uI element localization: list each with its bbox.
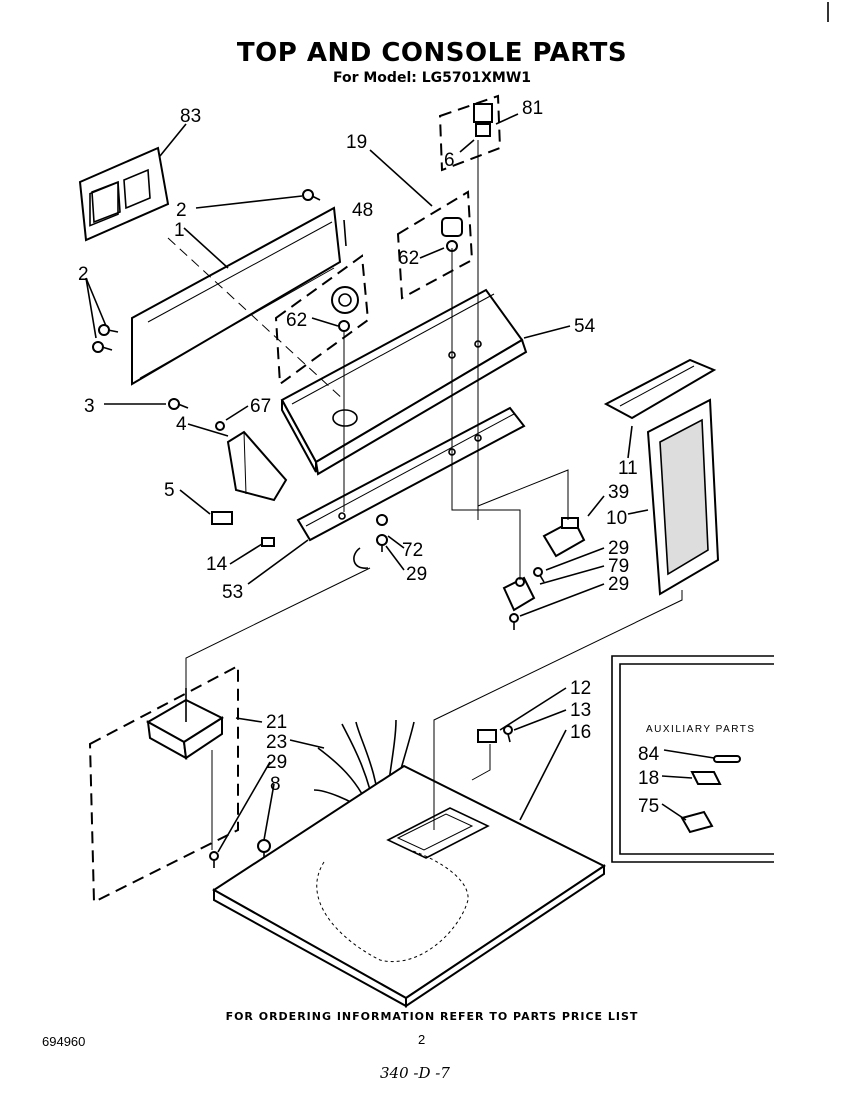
leader-lines: [85, 113, 715, 853]
ordering-note: FOR ORDERING INFORMATION REFER TO PARTS …: [225, 1010, 639, 1023]
screw-part-29-lower: [509, 613, 519, 630]
callout-29-a: 29: [608, 538, 629, 559]
callout-79: 79: [608, 556, 629, 577]
callout-12: 12: [570, 678, 591, 699]
screw-part-3: [168, 398, 189, 410]
part-16-top-panel: [212, 764, 606, 1008]
part-83-bracket: [78, 146, 170, 242]
page-number: 2: [418, 1032, 426, 1047]
callout-5: 5: [164, 480, 175, 501]
part-18-clip: [690, 771, 722, 785]
part-54-console: [280, 288, 528, 476]
callout-54: 54: [574, 316, 596, 337]
page-title: TOP AND CONSOLE PARTS: [236, 38, 628, 68]
callout-labels: 83 81 6 19 2 48 1 2 62 62 54 3 67 4 11 3…: [78, 98, 660, 817]
part-12-clip: [477, 729, 497, 743]
callout-10: 10: [606, 508, 627, 529]
part-10-frame: [646, 398, 720, 596]
screw-part-14: [261, 537, 275, 547]
callout-39: 39: [608, 482, 629, 503]
callout-13: 13: [570, 700, 591, 721]
callout-62-lower: 62: [286, 310, 307, 331]
callout-72: 72: [402, 540, 423, 561]
callout-23: 23: [266, 732, 287, 753]
callout-29-c: 29: [406, 564, 427, 585]
callout-48: 48: [352, 200, 373, 221]
callout-6: 6: [444, 150, 455, 171]
part-21-control: [145, 688, 225, 760]
callout-29-b: 29: [608, 574, 629, 595]
callout-83: 83: [180, 106, 201, 127]
connection-lines: [167, 140, 683, 850]
knob-part-48: [331, 286, 359, 332]
callout-84: 84: [638, 744, 660, 765]
callout-2-top: 2: [176, 200, 187, 221]
callout-62-upper: 62: [398, 248, 419, 269]
model-subtitle: For Model: LG5701XMW1: [332, 70, 532, 86]
part-11-lens: [603, 358, 717, 420]
callout-14: 14: [206, 554, 228, 575]
document-number: 694960: [42, 1034, 86, 1049]
callout-16: 16: [570, 722, 591, 743]
callout-75: 75: [638, 796, 659, 817]
auxiliary-title: AUXILIARY PARTS: [646, 724, 756, 735]
knob-part-19: [441, 217, 463, 252]
callout-29-d: 29: [266, 752, 287, 773]
callout-4: 4: [176, 414, 187, 435]
clip-part-5: [211, 511, 233, 525]
callout-19: 19: [346, 132, 367, 153]
callout-21: 21: [266, 712, 287, 733]
part-75-connector: [680, 810, 714, 834]
callout-53: 53: [222, 582, 243, 603]
wire-lead: [353, 547, 369, 569]
screw-part-2-left: [92, 324, 119, 353]
callout-2-left: 2: [78, 264, 89, 285]
callout-11: 11: [618, 458, 638, 479]
part-4-end-cap: [215, 421, 288, 502]
auxiliary-parts-box: AUXILIARY PARTS: [611, 655, 774, 863]
callout-8: 8: [270, 774, 281, 795]
screw-part-29-bottom: [209, 851, 219, 868]
part-13-screw: [503, 725, 513, 743]
part-79-block: [502, 576, 536, 612]
callout-1: 1: [174, 220, 185, 241]
dashed-group-19: [396, 190, 474, 300]
screw-part-2-top: [302, 189, 321, 201]
callout-18: 18: [638, 768, 659, 789]
screw-part-29-right: [533, 567, 545, 583]
callout-81: 81: [522, 98, 543, 119]
part-1-rear-panel: [131, 206, 342, 386]
screw-part-72: [376, 514, 388, 552]
dashed-group-21: [88, 664, 239, 904]
callout-67: 67: [250, 396, 271, 417]
dashed-group-81: [438, 94, 502, 172]
part-39-switch: [542, 517, 586, 558]
part-81-knob: [473, 103, 493, 137]
part-84-fuse: [713, 755, 741, 763]
handwritten-note: 340 -D -7: [380, 1064, 450, 1082]
callout-3: 3: [84, 396, 95, 417]
